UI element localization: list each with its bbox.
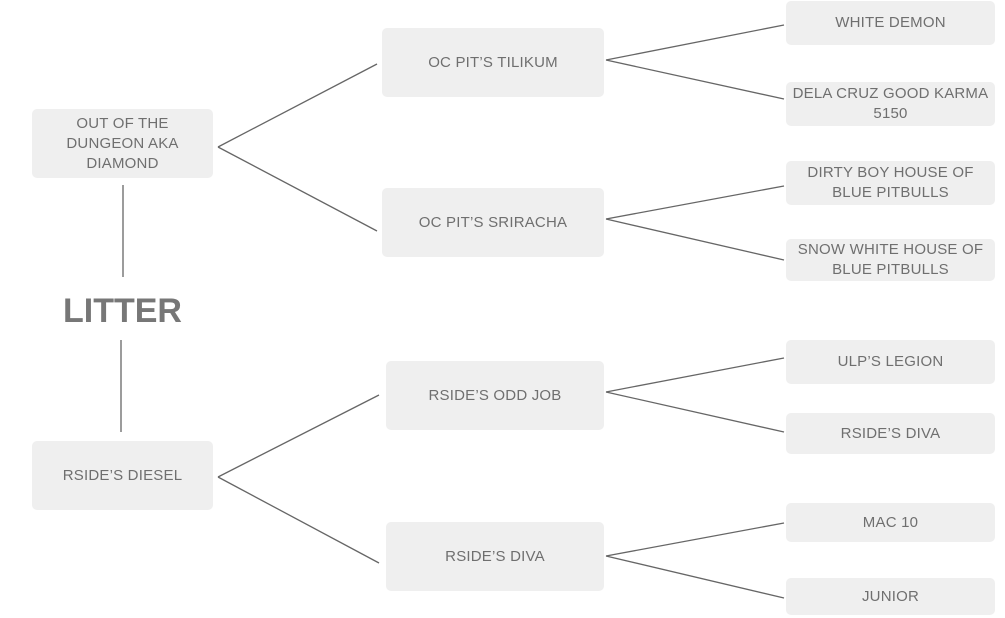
gg-box-3: DIRTY BOY HOUSE OF BLUE PITBULLS	[786, 161, 995, 205]
dam-box: RSIDE’S DIESEL	[32, 441, 213, 510]
paternal-grandsire-name: OC PIT’S TILIKUM	[428, 53, 558, 71]
connector-g3-to-gg5	[605, 357, 785, 393]
maternal-grandsire-box: RSIDE’S ODD JOB	[386, 361, 604, 430]
gg-name-6: RSIDE’S DIVA	[840, 424, 941, 442]
connector-sire-to-grandsire	[217, 63, 378, 148]
gg-name-3: DIRTY BOY HOUSE OF BLUE PITBULLS	[807, 164, 974, 201]
connector-g2-to-gg4	[605, 218, 785, 261]
gg-box-6: RSIDE’S DIVA	[786, 413, 995, 454]
maternal-grandsire-name: RSIDE’S ODD JOB	[428, 386, 562, 404]
litter-title: LITTER	[63, 291, 182, 330]
gg-name-2: DELA CRUZ GOOD KARMA 5150	[792, 85, 989, 122]
gg-box-5: ULP’S LEGION	[786, 340, 995, 384]
sire-box: OUT OF THE DUNGEON AKA DIAMOND	[32, 109, 213, 178]
connector-g4-to-gg8	[605, 555, 785, 599]
gg-box-1: WHITE DEMON	[786, 1, 995, 45]
paternal-granddam-box: OC PIT’S SRIRACHA	[382, 188, 604, 257]
gg-name-1: WHITE DEMON	[835, 14, 946, 31]
connector-sire-to-granddam	[217, 146, 378, 232]
connector-dam-to-grandsire	[217, 394, 380, 478]
gg-name-5: ULP’S LEGION	[837, 353, 944, 370]
connector-g1-to-gg2	[605, 59, 785, 100]
connector-dam-to-granddam	[217, 476, 380, 564]
gg-name-7: MAC 10	[862, 513, 919, 531]
paternal-grandsire-box: OC PIT’S TILIKUM	[382, 28, 604, 97]
gg-box-2: DELA CRUZ GOOD KARMA 5150	[786, 82, 995, 126]
paternal-granddam-name: OC PIT’S SRIRACHA	[418, 213, 568, 231]
gg-name-4: SNOW WHITE HOUSE OF BLUE PITBULLS	[797, 241, 984, 278]
connector-g4-to-gg7	[605, 522, 785, 557]
dam-name: RSIDE’S DIESEL	[62, 466, 183, 484]
sire-name: OUT OF THE DUNGEON AKA DIAMOND	[66, 114, 179, 172]
gg-box-8: JUNIOR	[786, 578, 995, 615]
gg-box-7: MAC 10	[786, 503, 995, 542]
maternal-granddam-box: RSIDE’S DIVA	[386, 522, 604, 591]
maternal-granddam-name: RSIDE’S DIVA	[445, 547, 545, 565]
connector-g3-to-gg6	[605, 391, 785, 433]
gg-box-4: SNOW WHITE HOUSE OF BLUE PITBULLS	[786, 239, 995, 281]
connector-g1-to-gg1	[605, 24, 785, 61]
gg-name-8: JUNIOR	[861, 587, 920, 605]
connector-g2-to-gg3	[605, 185, 785, 220]
